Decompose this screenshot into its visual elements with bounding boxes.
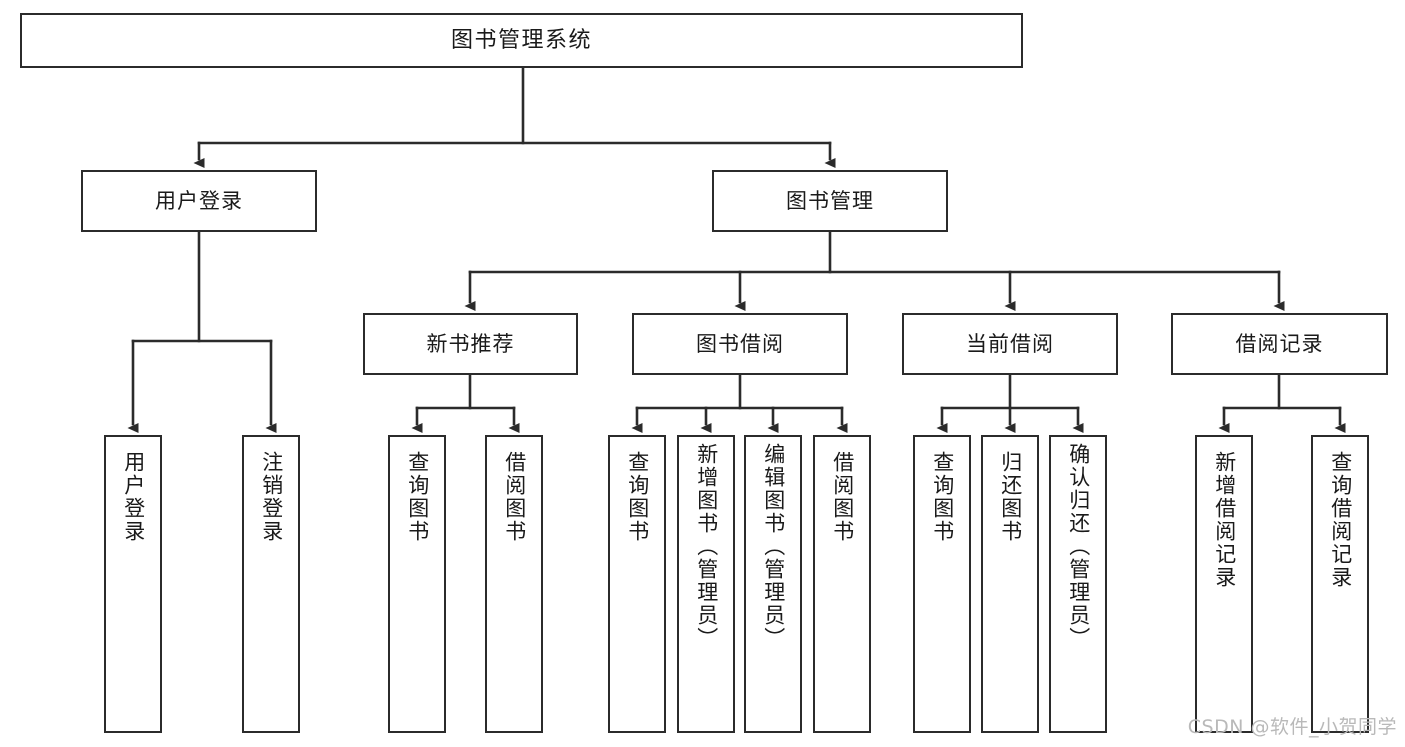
leaf-query-borrow-record[interactable]: 查询借阅记录: [1311, 435, 1369, 733]
node-label: 当前借阅: [966, 331, 1054, 356]
leaf-borrow-book-recommend[interactable]: 借阅图书: [485, 435, 543, 733]
leaf-query-book-borrow[interactable]: 查询图书: [608, 435, 666, 733]
leaf-add-borrow-record[interactable]: 新增借阅记录: [1195, 435, 1253, 733]
leaf-user-login[interactable]: 用户登录: [104, 435, 162, 733]
node-borrow-records[interactable]: 借阅记录: [1171, 313, 1388, 375]
node-root-system[interactable]: 图书管理系统: [20, 13, 1023, 68]
node-label: 注销登录: [259, 451, 284, 543]
node-current-borrow[interactable]: 当前借阅: [902, 313, 1118, 375]
leaf-query-book-current[interactable]: 查询图书: [913, 435, 971, 733]
node-label: 查询图书: [405, 451, 430, 543]
node-label: 查询图书: [930, 451, 955, 543]
node-label: 新增图书（管理员）: [694, 443, 719, 650]
watermark-text: CSDN @软件_小贺同学: [1187, 716, 1397, 738]
leaf-return-book[interactable]: 归还图书: [981, 435, 1039, 733]
node-label: 编辑图书（管理员）: [761, 443, 786, 650]
node-book-borrow[interactable]: 图书借阅: [632, 313, 848, 375]
leaf-query-book-recommend[interactable]: 查询图书: [388, 435, 446, 733]
node-label: 用户登录: [155, 188, 243, 213]
node-label: 查询借阅记录: [1328, 451, 1353, 589]
node-label: 确认归还（管理员）: [1066, 443, 1091, 650]
node-label: 图书管理系统: [450, 27, 592, 53]
node-label: 新增借阅记录: [1212, 451, 1237, 589]
node-label: 新书推荐: [426, 331, 515, 356]
leaf-borrow-book[interactable]: 借阅图书: [813, 435, 871, 733]
leaf-confirm-return-admin[interactable]: 确认归还（管理员）: [1049, 435, 1107, 733]
leaf-logout[interactable]: 注销登录: [242, 435, 300, 733]
node-label: 查询图书: [625, 451, 650, 543]
node-book-management[interactable]: 图书管理: [712, 170, 948, 232]
node-label: 借阅图书: [830, 451, 855, 543]
node-user-login[interactable]: 用户登录: [81, 170, 317, 232]
node-label: 图书借阅: [696, 331, 784, 356]
node-label: 用户登录: [121, 451, 146, 543]
node-label: 借阅图书: [502, 451, 527, 543]
node-new-book-recommend[interactable]: 新书推荐: [363, 313, 578, 375]
node-label: 图书管理: [786, 188, 874, 213]
node-label: 借阅记录: [1235, 331, 1324, 356]
node-label: 归还图书: [998, 451, 1023, 543]
leaf-edit-book-admin[interactable]: 编辑图书（管理员）: [744, 435, 802, 733]
leaf-add-book-admin[interactable]: 新增图书（管理员）: [677, 435, 735, 733]
